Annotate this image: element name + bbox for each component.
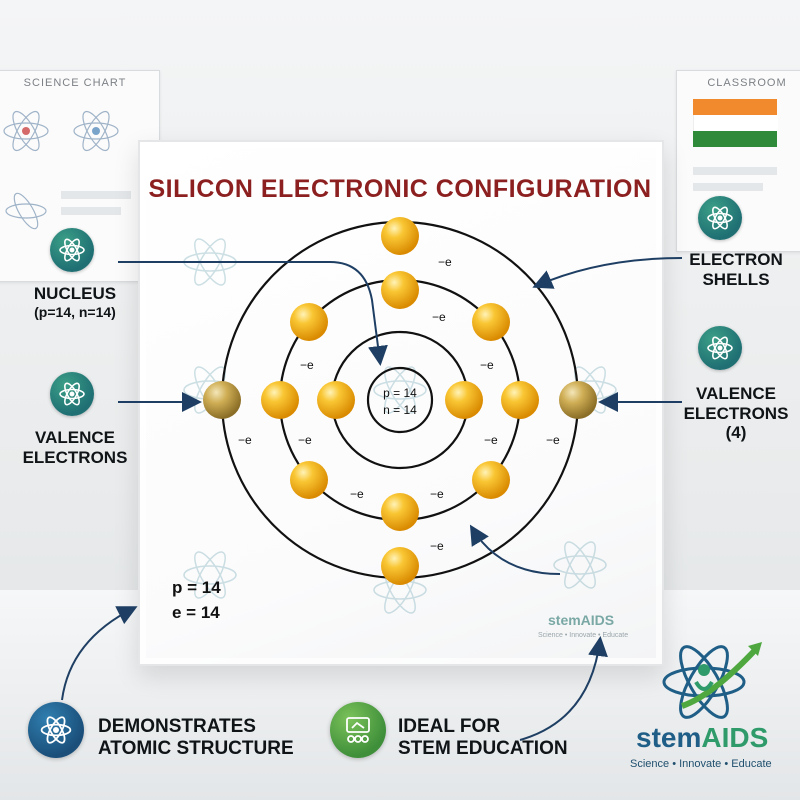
callout-line: ELECTRON <box>689 250 783 269</box>
panel-brand-tagline: Science • Innovate • Educate <box>538 632 629 639</box>
flag-stripe-green <box>693 131 777 147</box>
valence-electron <box>203 381 241 419</box>
valence-electron <box>559 381 597 419</box>
electron <box>261 381 299 419</box>
arrow-electron-shells <box>532 257 683 289</box>
electron-labels: −e −e −e −e −e −e −e −e −e −e −e <box>238 255 560 553</box>
electron-label: −e <box>300 358 314 372</box>
electron-label: −e <box>238 433 252 447</box>
callout-valence-left: VALENCE ELECTRONS <box>16 428 134 467</box>
flag-stripe-saffron <box>693 99 777 115</box>
electron-label: −e <box>432 310 446 324</box>
education-icon <box>330 702 386 758</box>
page-title: SILICON ELECTRONIC CONFIGURATION <box>148 175 652 203</box>
electron-label: −e <box>438 255 452 269</box>
electron-label: −e <box>350 487 364 501</box>
chart-line <box>693 167 777 175</box>
atom-icon <box>50 372 94 416</box>
valence-electron <box>381 217 419 255</box>
electron-count: e = 14 <box>172 602 220 622</box>
electron-label: −e <box>298 433 312 447</box>
callout-line: VALENCE <box>35 428 115 447</box>
electron <box>317 381 355 419</box>
feature-line: IDEAL FOR <box>398 716 501 737</box>
electrons <box>203 217 597 585</box>
feature-line: STEM EDUCATION <box>398 737 568 759</box>
callout-nucleus: NUCLEUS (p=14, n=14) <box>20 284 130 320</box>
feature-ideal: IDEAL FOR STEM EDUCATION <box>398 716 568 760</box>
panel-counts: p = 14 e = 14 <box>172 576 221 625</box>
atom-icon <box>50 228 94 272</box>
callout-nucleus-title: NUCLEUS <box>33 284 117 303</box>
brand-name-part: AIDS <box>701 722 769 753</box>
chart-line <box>693 183 763 191</box>
callout-arrows <box>61 257 683 741</box>
callout-electron-shells: ELECTRON SHELLS <box>676 250 796 289</box>
atom-icon <box>698 326 742 370</box>
nucleus-neutrons: n = 14 <box>383 403 417 417</box>
brand-name-part: stem <box>636 722 702 753</box>
electron <box>472 461 510 499</box>
flag-stripe-white <box>693 115 778 131</box>
electron <box>381 271 419 309</box>
callout-line: ELECTRONS <box>683 403 789 423</box>
electron-label: −e <box>430 487 444 501</box>
arrow-ideal <box>519 636 608 741</box>
brand-name: stemAIDS <box>636 722 768 754</box>
atom-icon <box>698 196 742 240</box>
arrow-nucleus <box>118 261 388 366</box>
feature-line: ATOMIC STRUCTURE <box>98 737 294 759</box>
electron <box>445 381 483 419</box>
arrow-demonstrates <box>61 606 138 701</box>
callout-line: (4) <box>725 423 747 443</box>
electron-label: −e <box>484 433 498 447</box>
electron <box>290 461 328 499</box>
feature-line: DEMONSTRATES <box>98 716 256 737</box>
background-chart-atoms <box>3 110 131 230</box>
electron-label: −e <box>430 539 444 553</box>
nucleus-ring <box>366 366 434 434</box>
nucleus-protons: p = 14 <box>383 386 417 400</box>
electron-label: −e <box>546 433 560 447</box>
electron <box>290 303 328 341</box>
background-science-chart: SCIENCE CHART <box>0 70 160 282</box>
brand-tagline: Science • Innovate • Educate <box>630 758 772 770</box>
electron <box>501 381 539 419</box>
callout-line: ELECTRONS <box>22 447 128 467</box>
electron-label: −e <box>480 358 494 372</box>
valence-electron <box>381 547 419 585</box>
arrow-valence-bottom <box>469 524 561 575</box>
feature-demonstrates: DEMONSTRATES ATOMIC STRUCTURE <box>98 716 294 760</box>
callout-line: SHELLS <box>702 269 770 289</box>
atom-icon <box>28 702 84 758</box>
electron <box>472 303 510 341</box>
proton-count: p = 14 <box>172 578 221 597</box>
stemaids-logo-icon <box>662 642 762 719</box>
callout-nucleus-detail: (p=14, n=14) <box>34 303 116 320</box>
electron <box>381 493 419 531</box>
panel-brand: stemAIDS <box>548 612 615 628</box>
callout-valence-right: VALENCE ELECTRONS (4) <box>674 384 798 443</box>
callout-line: VALENCE <box>696 384 776 403</box>
